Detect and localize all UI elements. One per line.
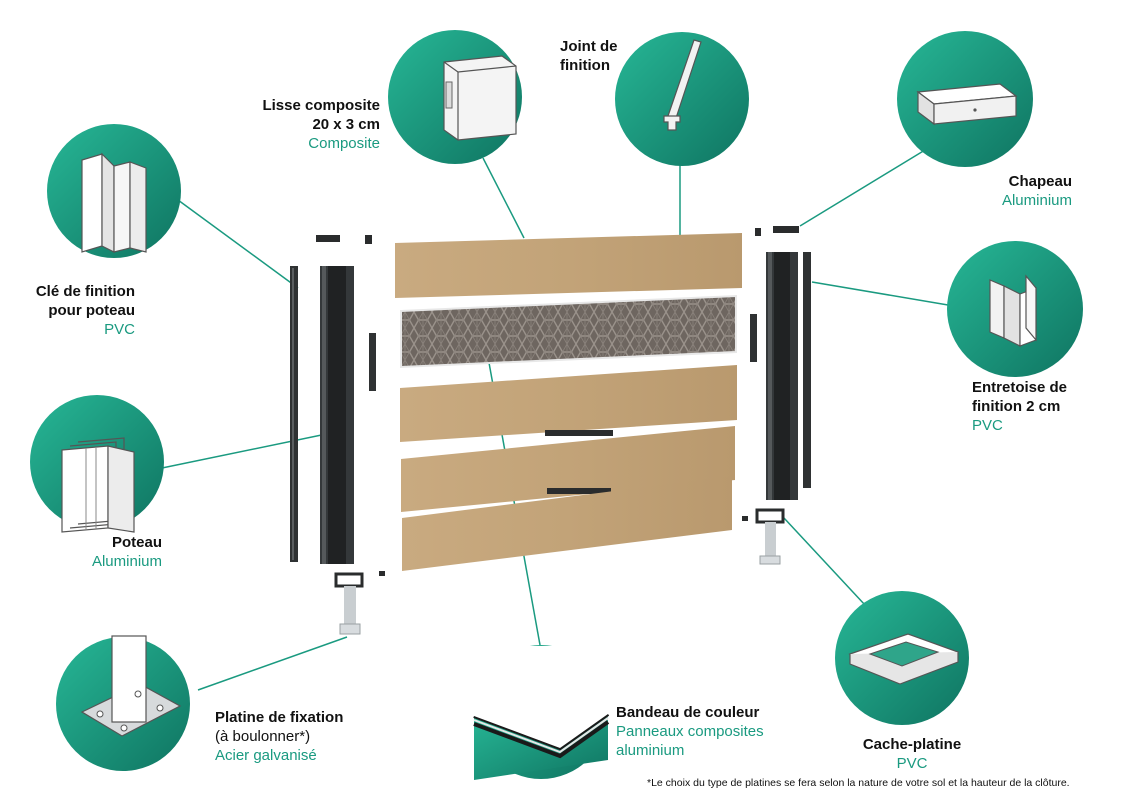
label-joint: Joint de finition [560,37,640,75]
post-cap-icon [897,31,1033,167]
footnote: *Le choix du type de platines se fera se… [647,777,1070,789]
post-cap-right [773,226,799,233]
label-bandeau: Bandeau de couleur Panneaux composites a… [616,703,806,760]
composite-panel-icon [474,645,608,780]
fence-assembly [290,226,811,634]
composite-board-1 [395,233,742,298]
base-plate-left [344,586,356,626]
label-chapeau: Chapeau Aluminium [960,172,1072,210]
label-cle: Clé de finition pour poteau PVC [10,282,135,339]
spacer-right [750,314,757,362]
joint-strip-1 [545,430,613,436]
post-finishing-key-icon [47,124,181,258]
spacer-left [369,333,376,391]
post-cap-left [316,235,340,242]
label-entretoise: Entretoise de finition 2 cm PVC [972,378,1102,435]
spacer-icon [947,241,1083,377]
post-profile-icon [30,395,164,532]
finishing-key-right [803,252,811,488]
color-band-panel [401,296,736,367]
label-cache-platine: Cache-platine PVC [852,735,972,773]
small-clip-left [365,235,372,244]
label-poteau: Poteau Aluminium [40,533,162,571]
plate-cover-icon [835,591,969,725]
base-plate-icon [56,636,190,771]
composite-board-icon [388,30,522,164]
base-plate-right [765,522,776,558]
label-platine: Platine de fixation (à boulonner*) Acier… [215,708,375,765]
label-lisse: Lisse composite 20 x 3 cm Composite [240,96,380,153]
